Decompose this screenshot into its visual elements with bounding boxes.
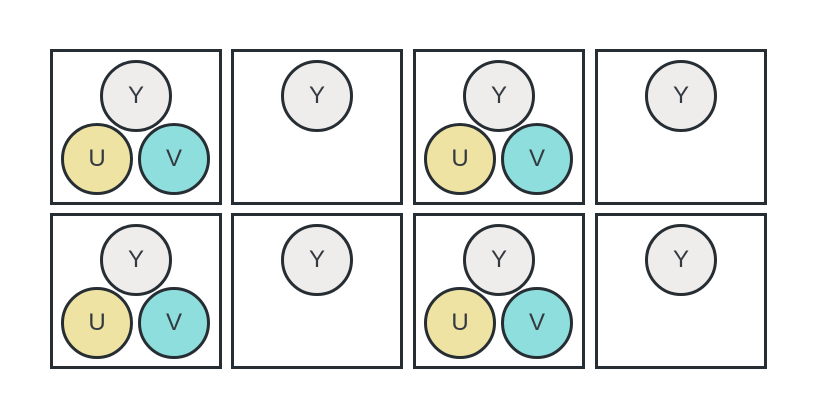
pixel-cell: Y bbox=[595, 213, 767, 369]
v-sample-circle: V bbox=[501, 123, 573, 195]
v-sample-circle: V bbox=[501, 287, 573, 359]
v-sample-circle: V bbox=[138, 287, 210, 359]
y-sample-circle: Y bbox=[281, 224, 353, 296]
y-sample-circle: Y bbox=[100, 224, 172, 296]
pixel-cell: Y bbox=[595, 49, 767, 205]
y-sample-circle: Y bbox=[645, 224, 717, 296]
u-sample-circle: U bbox=[61, 287, 133, 359]
pixel-cell: Y bbox=[231, 213, 403, 369]
u-sample-circle: U bbox=[424, 123, 496, 195]
u-sample-circle: U bbox=[61, 123, 133, 195]
u-sample-circle: U bbox=[424, 287, 496, 359]
y-sample-circle: Y bbox=[281, 60, 353, 132]
v-sample-circle: V bbox=[138, 123, 210, 195]
y-sample-circle: Y bbox=[463, 60, 535, 132]
pixel-cell: Y bbox=[231, 49, 403, 205]
y-sample-circle: Y bbox=[645, 60, 717, 132]
y-sample-circle: Y bbox=[100, 60, 172, 132]
y-sample-circle: Y bbox=[463, 224, 535, 296]
